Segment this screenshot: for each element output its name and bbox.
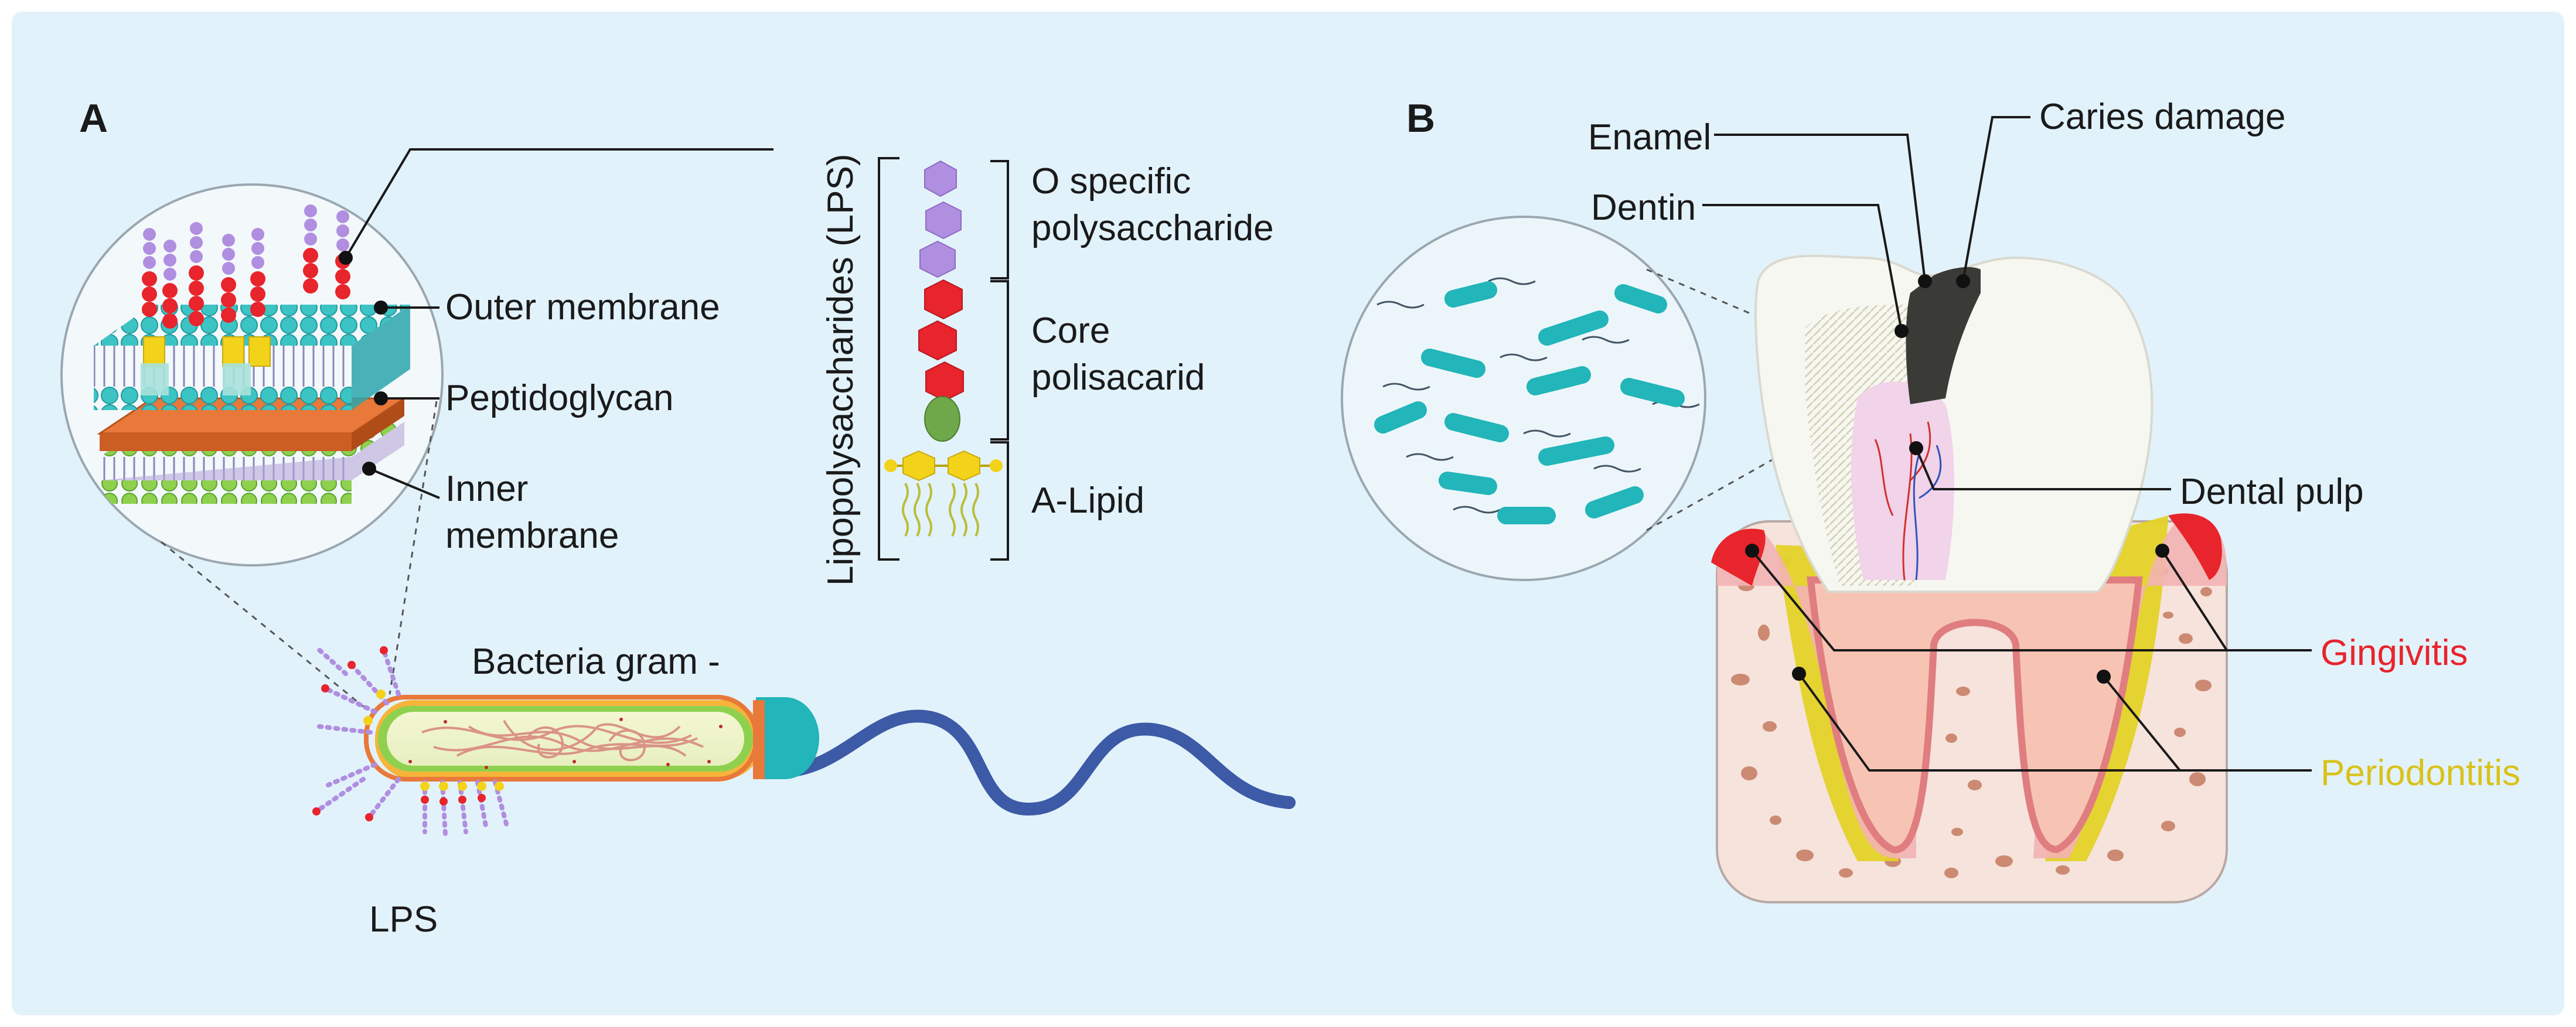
label-dentin: Dentin — [1591, 187, 1696, 228]
caries-dot — [1956, 274, 1970, 288]
gingivitis-leader — [1751, 550, 2312, 651]
panel-b-letter: B — [1406, 96, 1435, 141]
label-periodontitis: Periodontitis — [2321, 753, 2520, 793]
dentin-dot — [1894, 324, 1909, 338]
inner-membrane-leader — [369, 468, 440, 499]
zoom-line-left — [161, 541, 367, 710]
bracket-core — [990, 280, 1009, 441]
dentin-leader — [1702, 204, 1903, 332]
label-a-lipid: A-Lipid — [1031, 480, 1144, 521]
label-inner-membrane-1: Inner — [445, 469, 528, 509]
lps-leader-dot — [339, 251, 353, 265]
label-peptidoglycan: Peptidoglycan — [445, 378, 674, 418]
label-bacteria: Bacteria gram - — [472, 642, 720, 682]
lps-chains — [142, 204, 350, 329]
gingivitis-right — [2168, 513, 2222, 580]
lps-left-bracket — [878, 157, 899, 561]
pulp — [1851, 381, 1954, 580]
bacterium — [312, 645, 1296, 837]
label-core-2: polisacarid — [1031, 357, 1205, 398]
enamel-dot — [1918, 274, 1932, 288]
label-caries: Caries damage — [2039, 97, 2285, 137]
label-gingivitis: Gingivitis — [2321, 633, 2468, 673]
peptidoglycan-dot — [374, 391, 388, 405]
zoom-line-right — [389, 401, 438, 695]
label-o-specific-2: polysaccharide — [1031, 208, 1274, 248]
bacteria-zoom-circle — [1341, 216, 1706, 581]
caries-leader — [1962, 116, 2030, 282]
periodontitis-dot-right — [2097, 670, 2111, 684]
label-inner-membrane-2: membrane — [445, 516, 619, 556]
lps-molecule — [884, 160, 1003, 537]
bracket-o-specific — [990, 160, 1009, 279]
lps-leader — [345, 148, 774, 259]
label-enamel: Enamel — [1588, 117, 1711, 158]
tooth-illustration — [1711, 254, 2228, 903]
outer-membrane-dot — [374, 301, 388, 315]
pulp-dot — [1909, 441, 1923, 455]
label-o-specific-1: O specific — [1031, 161, 1191, 202]
gingivitis-left — [1711, 528, 1766, 586]
label-core-1: Core — [1031, 311, 1110, 351]
label-pulp: Dental pulp — [2180, 472, 2364, 512]
gingivitis-dot-right — [2155, 544, 2169, 558]
label-lps-vertical: Lipopolysaccharides (LPS) — [820, 154, 861, 586]
tooth-zoom-line-bottom — [1646, 421, 1841, 531]
periodontitis-leader — [1798, 673, 2312, 772]
periodontitis-dot-left — [1792, 667, 1806, 681]
label-lps: LPS — [369, 899, 438, 940]
label-outer-membrane: Outer membrane — [445, 287, 720, 327]
bracket-a-lipid — [990, 441, 1009, 561]
inner-membrane-dot — [362, 462, 376, 476]
membrane-zoom-circle — [60, 183, 444, 567]
enamel-leader — [1714, 134, 1926, 282]
caries — [1906, 267, 1981, 404]
pulp-leader — [1915, 448, 2171, 490]
panel-a-letter: A — [79, 96, 108, 141]
gingivitis-dot-left — [1745, 544, 1759, 558]
